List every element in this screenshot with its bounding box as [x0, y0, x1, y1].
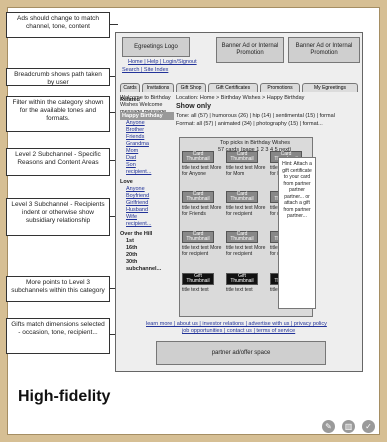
filter-tone[interactable]: Tone: all (57) | humorous (26) | hip (14… — [176, 113, 335, 119]
sidebar-item[interactable]: 1st — [126, 238, 134, 244]
thumbnail-caption[interactable]: title text text More for recipient — [226, 245, 266, 257]
sidebar-item[interactable]: recipient... — [126, 169, 152, 175]
sidebar-item[interactable]: subchannel... — [126, 266, 162, 272]
breadcrumb[interactable]: Location: Home > Birthday Wishes > Happy… — [176, 95, 305, 101]
filter-format[interactable]: Format: all (57) | animated (34) | photo… — [176, 121, 323, 127]
sidebar-item[interactable]: 16th — [126, 245, 138, 251]
annotation-gifts: Gifts match dimensions selected - occasi… — [6, 318, 110, 354]
sidebar-item[interactable]: Anyone — [126, 120, 145, 126]
leader-line — [110, 288, 118, 289]
card-thumbnail[interactable]: Card Thumbnail — [226, 191, 258, 203]
tab-invitations[interactable]: Invitations — [142, 83, 174, 92]
sidebar-item[interactable]: Mom — [126, 148, 139, 154]
sidebar-group-title[interactable]: Happy Birthday — [120, 112, 174, 120]
sidebar-item[interactable]: Husband — [126, 207, 149, 213]
leader-line — [110, 334, 118, 335]
banner-ad-right[interactable]: Banner Ad or Internal Promotion — [288, 37, 360, 63]
logo[interactable]: Egreetings Logo — [122, 37, 190, 57]
sidebar-item[interactable]: 20th — [126, 252, 138, 258]
thumbnail-caption[interactable]: title text text More for Friends — [182, 205, 222, 217]
thumbnail-caption[interactable]: title text text — [226, 287, 253, 293]
thumbnail-caption[interactable]: title text text More for Mom — [226, 165, 266, 177]
sidebar-item[interactable]: Son — [126, 162, 136, 168]
sidebar-item[interactable]: Girlfriend — [126, 200, 149, 206]
gift-thumbnail[interactable]: Gift Thumbnail — [182, 273, 214, 285]
utility-nav[interactable]: Home | Help | Login/Signout — [128, 59, 197, 65]
utility-nav-2[interactable]: Search | Site Index — [122, 67, 169, 73]
tab-gift-certificates[interactable]: Gift Certificates — [208, 83, 258, 92]
annotation-more: More points to Level 3 subchannels withi… — [6, 276, 110, 302]
tab-promotions[interactable]: Promotions — [260, 83, 300, 92]
thumbnail-caption[interactable]: title text text — [182, 287, 209, 293]
edit-icon[interactable]: ✎ — [322, 420, 335, 433]
grid-header: Top picks in Birthday Wishes — [220, 140, 290, 146]
annotation-filter: Filter within the category shown for the… — [6, 96, 110, 132]
annotation-level3: Level 3 Subchannel - Recipients indent o… — [6, 198, 110, 236]
trash-icon[interactable]: ▥ — [342, 420, 355, 433]
sidebar-related: Related — [120, 97, 140, 103]
gift-thumbnail[interactable]: Gift Thumbnail — [226, 273, 258, 285]
thumbnail-caption[interactable]: title text text More for recipient — [182, 245, 222, 257]
sidebar-item[interactable]: Brother — [126, 127, 145, 133]
thumbnail-caption[interactable]: title text text More for Anyone — [182, 165, 222, 177]
footer-links-2[interactable]: job opportunities | contact us | terms o… — [182, 328, 296, 334]
leader-line — [110, 216, 118, 217]
leader-line — [110, 24, 118, 25]
leader-line — [110, 160, 118, 161]
card-thumbnail[interactable]: Card Thumbnail — [182, 151, 214, 163]
card-thumbnail[interactable]: Card Thumbnail — [182, 191, 214, 203]
card-thumbnail[interactable]: Card Thumbnail — [182, 231, 214, 243]
sidebar-item[interactable]: Wife — [126, 214, 137, 220]
annotation-breadcrumb: Breadcrumb shows path taken by user — [6, 68, 110, 86]
sidebar-item[interactable]: Grandma — [126, 141, 149, 147]
sidebar-item[interactable]: recipient... — [126, 221, 152, 227]
grid-pagination[interactable]: 57 cards (page 1 2 3 4 5 next) — [218, 147, 292, 153]
sidebar-item[interactable]: Friends — [126, 134, 145, 140]
leader-line — [110, 112, 118, 113]
card-thumbnail[interactable]: Card Thumbnail — [226, 231, 258, 243]
hint-panel: Hint: Attach a gift certificate to your … — [278, 157, 316, 309]
footer-links[interactable]: learn more | about us | investor relatio… — [146, 321, 327, 327]
sidebar-item[interactable]: 30th — [126, 259, 138, 265]
page-wireframe: Egreetings Logo Banner Ad or Internal Pr… — [115, 32, 363, 372]
caption-title: High-fidelity — [18, 388, 111, 405]
annotation-ads: Ads should change to match channel, tone… — [6, 12, 110, 38]
leader-line — [110, 76, 118, 77]
annotation-level2: Level 2 Subchannel - Specific Reasons an… — [6, 148, 110, 176]
tab-my-egreetings[interactable]: My Egreetings — [302, 83, 358, 92]
banner-ad-left[interactable]: Banner Ad or Internal Promotion — [216, 37, 284, 63]
sidebar-group-title[interactable]: Love — [120, 179, 133, 185]
card-thumbnail[interactable]: Card Thumbnail — [226, 151, 258, 163]
partner-ad-space[interactable]: partner ad/offer space — [156, 341, 326, 365]
watermark: lino — [13, 402, 39, 421]
filter-heading: Show only — [176, 103, 211, 110]
thumbnail-caption[interactable]: title text text More for recipient — [226, 205, 266, 217]
sidebar-item[interactable]: Boyfriend — [126, 193, 150, 199]
tab-cards[interactable]: Cards — [120, 83, 140, 92]
sidebar-group-title[interactable]: Over the Hill — [120, 231, 153, 237]
check-icon[interactable]: ✓ — [362, 420, 375, 433]
sidebar: Related Happy Birthday Anyone Brother Fr… — [120, 97, 174, 347]
tab-gift-shop[interactable]: Gift Shop — [176, 83, 206, 92]
sidebar-item[interactable]: Anyone — [126, 186, 145, 192]
sidebar-item[interactable]: Dad — [126, 155, 137, 161]
